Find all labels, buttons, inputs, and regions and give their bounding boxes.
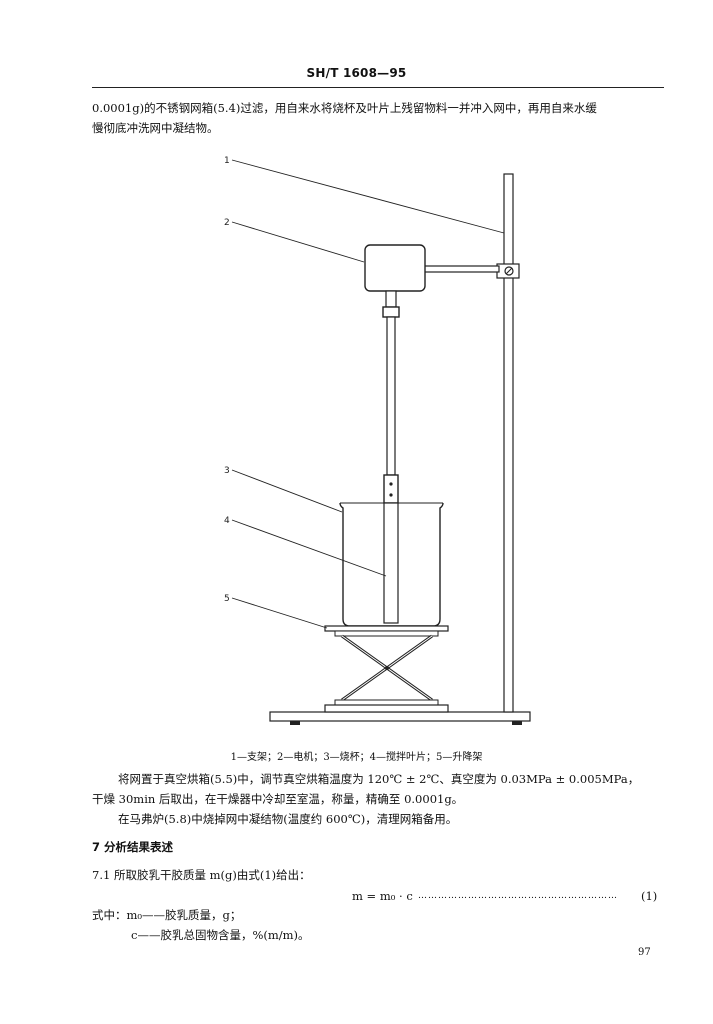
leader-1 [231,159,505,234]
body-para-1-line-1: 将网置于真空烘箱(5.5)中，调节真空烘箱温度为 120℃ ± 2℃、真空度为 … [118,772,640,786]
jack-bottom-rail [334,699,439,706]
where-m0: 式中：m₀——胶乳质量，g； [92,908,242,922]
clamp-screw-slot [505,267,513,275]
section-7-heading: 7 分析结果表述 [92,840,174,854]
stand-rod [503,173,514,713]
base-foot-right [512,721,522,725]
where-c: c——胶乳总固物含量，%(m/m)。 [131,928,310,942]
intro-line-2: 慢彻底冲洗网中凝结物。 [92,121,219,135]
formula-leader-dots: …………………………………………………… [418,891,618,901]
jack-top-rail [334,630,439,637]
jack-top-plate [324,625,449,632]
leader-4 [231,519,387,577]
body-para-1-line-2: 干燥 30min 后取出，在干燥器中冷却至室温，称量，精确至 0.0001g。 [92,792,464,806]
stirrer-rod [386,316,396,476]
callout-1: 1 [224,156,230,166]
paddle-holder [383,474,399,504]
paddle-bolt-top [389,482,393,486]
clause-7-1: 7.1 所取胶乳干胶质量 m(g)由式(1)给出： [92,868,311,882]
leader-5 [231,597,328,629]
shaft-coupling [382,306,400,318]
leader-2 [231,221,365,263]
formula-number: (1) [641,889,658,903]
formula: m = m₀ · c [352,889,413,903]
running-header: SH/T 1608—95 [306,66,407,80]
motor-body [364,244,426,292]
scissor-pivot [385,666,389,670]
motor-shaft [385,290,397,308]
stand-base [269,711,531,722]
intro-line-1: 0.0001g)的不锈钢网箱(5.4)过滤，用自来水将烧杯及叶片上残留物料一并冲… [92,101,597,115]
page-number: 97 [638,947,651,958]
header-rule [92,87,664,88]
figure-caption: 1—支架；2—电机；3—烧杯；4—搅拌叶片；5—升降架 [230,752,483,763]
paddle-bolt-bottom [389,493,393,497]
callout-2: 2 [224,218,230,228]
callout-4: 4 [224,516,230,526]
callout-3: 3 [224,466,230,476]
clamp-arm [422,265,500,273]
body-para-2: 在马弗炉(5.8)中烧掉网中凝结物(温度约 600℃)，清理网箱备用。 [118,812,458,826]
leader-3 [231,469,343,513]
stirring-blade [383,502,399,624]
jack-bottom-plate [324,704,449,713]
callout-5: 5 [224,594,230,604]
base-foot-left [290,721,300,725]
